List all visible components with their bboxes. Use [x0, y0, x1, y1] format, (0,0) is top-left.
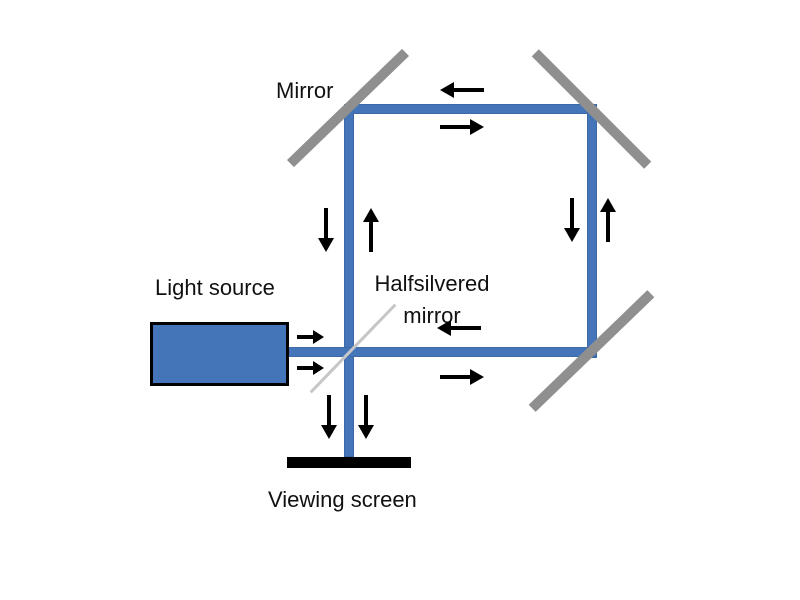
arrow-down-icon [321, 395, 337, 439]
arrow-up-icon [363, 208, 379, 252]
beam-bottom [288, 347, 597, 357]
arrow-left-icon [440, 82, 484, 98]
arrow-right-icon [440, 369, 484, 385]
beam-top [344, 104, 597, 114]
arrow-down-icon [318, 208, 334, 252]
arrow-right-icon [297, 361, 324, 375]
arrow-down-icon [358, 395, 374, 439]
light-source-label: Light source [155, 275, 275, 300]
light-source-box [150, 322, 289, 386]
arrow-right-icon [297, 330, 324, 344]
arrow-right-icon [440, 119, 484, 135]
beam-left [344, 104, 354, 457]
arrow-up-icon [600, 198, 616, 242]
half-mirror-label: Halfsilvered mirror [374, 271, 490, 328]
viewing-screen-label: Viewing screen [268, 487, 417, 512]
arrow-left-icon [437, 320, 481, 336]
arrow-down-icon [564, 198, 580, 242]
beam-right [587, 104, 597, 358]
mirror-label: Mirror [276, 78, 334, 103]
viewing-screen-bar [287, 457, 411, 468]
